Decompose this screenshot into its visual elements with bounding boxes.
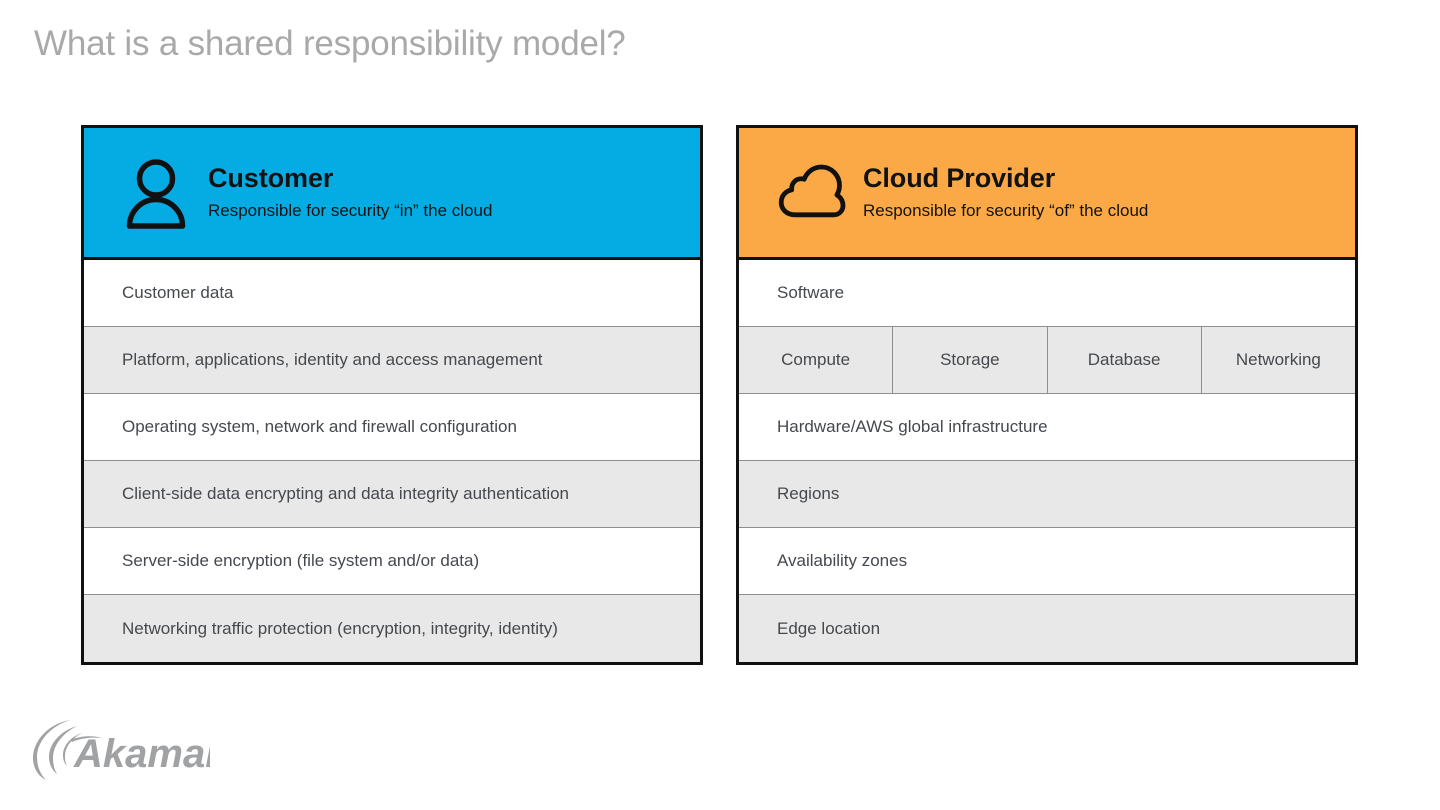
panel-customer-title: Customer [208, 163, 334, 194]
list-item: Hardware/AWS global infrastructure [739, 394, 1355, 461]
list-item: Availability zones [739, 528, 1355, 595]
panel-customer-subtitle: Responsible for security “in” the cloud [208, 201, 493, 220]
subcell-database: Database [1048, 327, 1202, 393]
list-item: Platform, applications, identity and acc… [84, 327, 700, 394]
list-item: Regions [739, 461, 1355, 528]
list-item: Networking traffic protection (encryptio… [84, 595, 700, 662]
panel-customer-header-text: Customer Responsible for security “in” t… [208, 162, 492, 223]
list-item: Operating system, network and firewall c… [84, 394, 700, 461]
subcell-storage: Storage [893, 327, 1048, 393]
panel-cloud-provider-header-text: Cloud Provider Responsible for security … [863, 162, 1148, 223]
panel-customer-header: Customer Responsible for security “in” t… [84, 128, 700, 260]
subcell-networking: Networking [1235, 350, 1321, 369]
cloud-icon [775, 155, 847, 231]
panel-cloud-provider-subtitle: Responsible for security “of” the cloud [863, 201, 1149, 220]
list-item-split: Compute Storage Database Networking [739, 327, 1355, 394]
subcell-compute: Compute [739, 327, 894, 393]
page-title: What is a shared responsibility model? [34, 24, 626, 63]
panel-customer: Customer Responsible for security “in” t… [81, 125, 703, 665]
list-item: Customer data [84, 260, 700, 327]
list-item: Server-side encryption (file system and/… [84, 528, 700, 595]
list-item: Client-side data encrypting and data int… [84, 461, 700, 528]
person-icon [120, 155, 192, 231]
panel-cloud-provider-header: Cloud Provider Responsible for security … [739, 128, 1355, 260]
list-item: Software [739, 260, 1355, 327]
panel-cloud-provider: Cloud Provider Responsible for security … [736, 125, 1358, 665]
panel-cloud-provider-title: Cloud Provider [863, 163, 1056, 194]
list-item: Edge location [739, 595, 1355, 662]
akamai-logo: Akamai [30, 714, 217, 782]
svg-text:Akamai: Akamai [73, 732, 210, 776]
